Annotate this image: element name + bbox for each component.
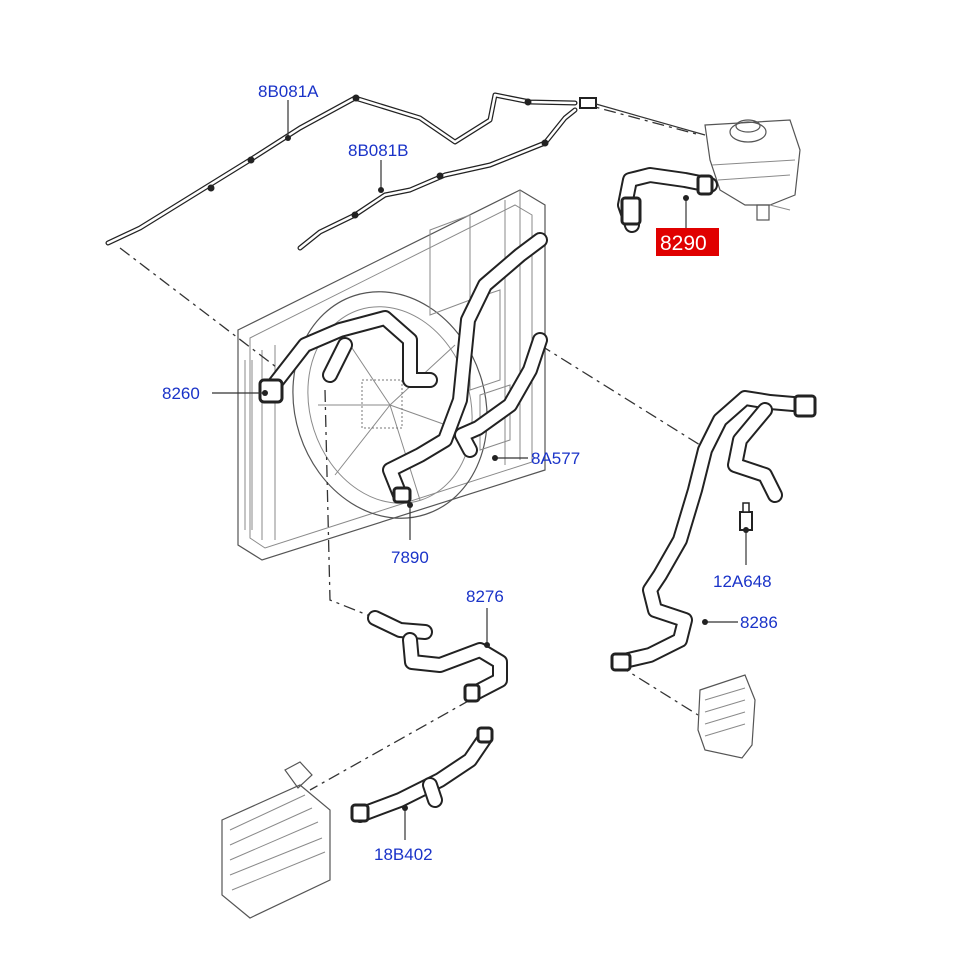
part-label-8260: 8260 — [162, 384, 200, 403]
part-label-8286: 8286 — [740, 613, 778, 632]
sensor-12a648 — [739, 502, 753, 531]
part-label-18b402: 18B402 — [374, 845, 433, 864]
hose-8286 — [610, 390, 817, 672]
expansion-tank — [704, 119, 801, 221]
part-label-8a577: 8A577 — [531, 449, 580, 468]
part-label-8b081b: 8B081B — [348, 141, 409, 160]
part-label-8276: 8276 — [466, 587, 504, 606]
hose-radiator-upper — [258, 310, 438, 404]
radiator-assembly — [237, 189, 546, 561]
locator-lines — [119, 102, 701, 791]
highlight-box-8290 — [656, 228, 719, 256]
transmission-cooler — [221, 761, 331, 919]
part-label-7890: 7890 — [391, 548, 429, 567]
hose-18b402 — [350, 726, 494, 823]
part-label-8290: 8290 — [660, 232, 707, 255]
pipe-8b081b — [297, 107, 578, 251]
part-label-12a648: 12A648 — [713, 572, 772, 591]
oil-cooler — [697, 674, 756, 759]
leader-lines — [212, 100, 749, 840]
part-label-8b081a: 8B081A — [258, 82, 319, 101]
hose-8276 — [367, 610, 508, 703]
tank-vent-line — [595, 103, 706, 136]
hose-radiator-lower — [382, 232, 548, 504]
hose-8290 — [617, 167, 718, 233]
pipe-8b081a — [105, 92, 597, 246]
